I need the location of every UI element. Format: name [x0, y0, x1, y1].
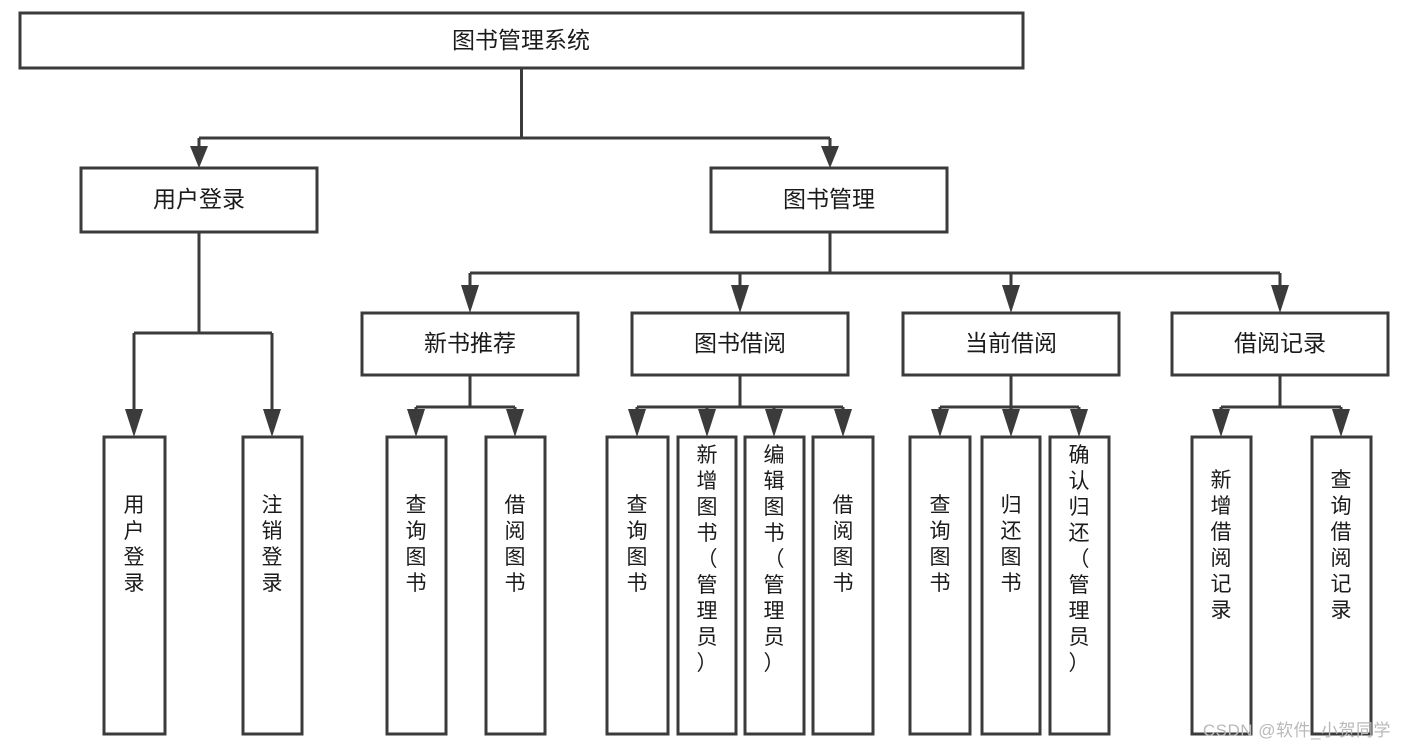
node-leaf-borrow-book-1[interactable]: 借阅图书: [484, 435, 547, 736]
node-leaf-confirm-return-label: 确认归还（管理员）: [1069, 444, 1090, 675]
node-book-manage-box[interactable]: [709, 166, 949, 234]
node-leaf-query-book-3[interactable]: 查询图书: [908, 435, 972, 736]
node-leaf-user-logout-label: 注销登录: [262, 494, 283, 595]
node-leaf-add-record[interactable]: 新增借阅记录: [1190, 435, 1253, 736]
node-leaf-query-book-2[interactable]: 查询图书: [605, 435, 670, 736]
csdn-watermark: CSDN @软件_小贺同学: [1202, 721, 1391, 740]
node-leaf-user-login-label: 用户登录: [124, 494, 145, 595]
node-new-book-recommend-box[interactable]: [360, 311, 580, 377]
arrowhead-leaf-user-logout: [263, 409, 281, 437]
node-leaf-borrow-book-2-label: 借阅图书: [833, 494, 854, 595]
arrowhead-leaf-user-login: [125, 409, 143, 437]
node-book-manage[interactable]: 图书管理: [709, 166, 949, 234]
connector-layer: [125, 68, 1350, 437]
node-current-borrow-box[interactable]: [901, 311, 1121, 377]
node-current-borrow-label: 当前借阅: [965, 330, 1057, 356]
node-leaf-borrow-book-1-box[interactable]: [484, 435, 547, 736]
node-leaf-add-record-label: 新增借阅记录: [1211, 469, 1232, 622]
node-user-login[interactable]: 用户登录: [79, 166, 319, 234]
node-leaf-add-record-box[interactable]: [1190, 435, 1253, 736]
node-leaf-query-book-2-label: 查询图书: [627, 494, 648, 595]
node-leaf-confirm-return-box[interactable]: [1048, 435, 1111, 736]
arrowhead-leaf-return-book: [1002, 409, 1020, 437]
node-book-manage-label: 图书管理: [783, 186, 875, 212]
node-borrow-record-box[interactable]: [1170, 311, 1390, 377]
arrowhead-new-book-recommend: [461, 285, 479, 313]
node-leaf-query-book-3-box[interactable]: [908, 435, 972, 736]
node-borrow-record-label: 借阅记录: [1234, 330, 1326, 356]
node-leaf-query-record[interactable]: 查询借阅记录: [1310, 435, 1373, 736]
node-leaf-add-book-box[interactable]: [676, 435, 738, 736]
arrowhead-user-login: [190, 146, 208, 168]
node-leaf-user-logout[interactable]: 注销登录: [241, 435, 304, 736]
node-leaf-return-book[interactable]: 归还图书: [980, 435, 1042, 736]
node-leaf-user-login-box[interactable]: [102, 435, 167, 736]
arrowhead-leaf-query-book-1: [407, 409, 425, 437]
node-new-book-recommend[interactable]: 新书推荐: [360, 311, 580, 377]
node-leaf-return-book-label: 归还图书: [1001, 494, 1022, 595]
arrowhead-leaf-borrow-book-1: [506, 409, 524, 437]
arrowhead-leaf-borrow-book-2: [834, 409, 852, 437]
node-book-borrow-box[interactable]: [630, 311, 850, 377]
node-root-box[interactable]: [18, 11, 1025, 70]
arrowhead-borrow-record: [1271, 285, 1289, 313]
arrowhead-current-borrow: [1002, 285, 1020, 313]
node-leaf-query-book-3-label: 查询图书: [930, 494, 951, 595]
node-leaf-confirm-return[interactable]: 确认归还（管理员）: [1048, 435, 1111, 736]
arrowhead-leaf-add-book: [698, 409, 716, 437]
node-user-login-box[interactable]: [79, 166, 319, 234]
node-leaf-borrow-book-2[interactable]: 借阅图书: [811, 435, 875, 736]
node-leaf-query-book-2-box[interactable]: [605, 435, 670, 736]
arrowhead-leaf-edit-book: [765, 409, 783, 437]
arrowhead-leaf-add-record: [1212, 409, 1230, 437]
node-new-book-recommend-label: 新书推荐: [424, 330, 516, 356]
node-leaf-edit-book-label: 编辑图书（管理员）: [764, 444, 785, 675]
arrowhead-book-manage: [821, 146, 839, 168]
node-leaf-query-book-1-box[interactable]: [385, 435, 448, 736]
node-current-borrow[interactable]: 当前借阅: [901, 311, 1121, 377]
node-leaf-user-logout-box[interactable]: [241, 435, 304, 736]
arrowhead-book-borrow: [731, 285, 749, 313]
node-leaf-edit-book-box[interactable]: [743, 435, 806, 736]
node-root-label: 图书管理系统: [452, 27, 590, 53]
node-leaf-return-book-box[interactable]: [980, 435, 1042, 736]
arrowhead-leaf-query-book-2: [628, 409, 646, 437]
arrowhead-leaf-query-record: [1332, 409, 1350, 437]
node-root[interactable]: 图书管理系统: [18, 11, 1025, 70]
node-leaf-query-book-1[interactable]: 查询图书: [385, 435, 448, 736]
node-leaf-borrow-book-2-box[interactable]: [811, 435, 875, 736]
node-book-borrow[interactable]: 图书借阅: [630, 311, 850, 377]
node-leaf-query-book-1-label: 查询图书: [406, 494, 427, 595]
node-user-login-label: 用户登录: [153, 186, 245, 212]
arrowhead-leaf-query-book-3: [931, 409, 949, 437]
node-book-borrow-label: 图书借阅: [694, 330, 786, 356]
node-leaf-add-book-label: 新增图书（管理员）: [697, 444, 718, 675]
node-leaf-query-record-label: 查询借阅记录: [1331, 469, 1352, 622]
node-leaf-borrow-book-1-label: 借阅图书: [505, 494, 526, 595]
node-leaf-edit-book[interactable]: 编辑图书（管理员）: [743, 435, 806, 736]
arrowhead-leaf-confirm-return: [1070, 409, 1088, 437]
node-leaf-add-book[interactable]: 新增图书（管理员）: [676, 435, 738, 736]
node-leaf-query-record-box[interactable]: [1310, 435, 1373, 736]
node-leaf-user-login[interactable]: 用户登录: [102, 435, 167, 736]
node-borrow-record[interactable]: 借阅记录: [1170, 311, 1390, 377]
